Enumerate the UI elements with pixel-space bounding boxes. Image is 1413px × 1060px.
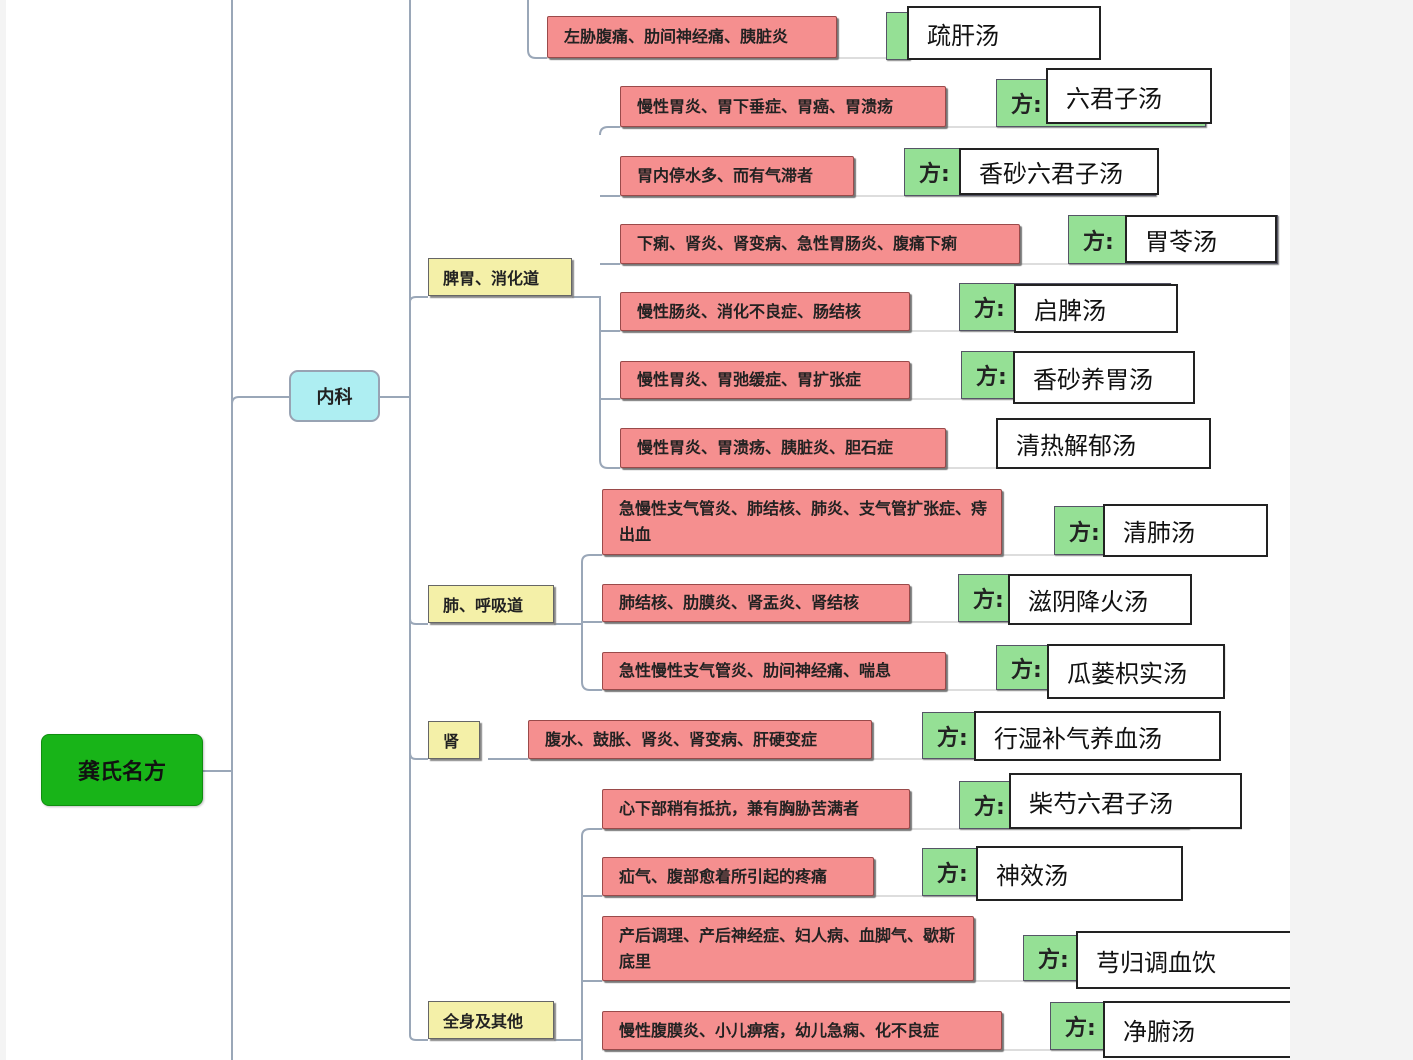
- remedy-node[interactable]: 清热解郁汤: [996, 418, 1211, 469]
- symptom-node[interactable]: 下痢、肾炎、肾变病、急性胃肠炎、腹痛下痢: [620, 224, 1020, 264]
- remedy-node[interactable]: 神效汤: [976, 846, 1183, 901]
- symptom-node[interactable]: 慢性胃炎、胃下垂症、胃癌、胃溃疡: [620, 86, 946, 127]
- category-node-neike[interactable]: 内科: [289, 370, 380, 422]
- fang-label: 方:: [974, 795, 1005, 820]
- remedy-node[interactable]: 胃苓汤: [1125, 215, 1277, 263]
- symptom-node[interactable]: 慢性肠炎、消化不良症、肠结核: [620, 292, 910, 331]
- group-node-lung[interactable]: 肺、呼吸道: [428, 585, 554, 623]
- symptom-node[interactable]: 急慢性支气管炎、肺结核、肺炎、支气管扩张症、痔出血: [602, 489, 1002, 555]
- remedy-node[interactable]: 疏肝汤: [907, 6, 1101, 60]
- fang-label: 方:: [976, 365, 1007, 390]
- fang-label: 方:: [1011, 657, 1042, 683]
- fang-label: 方:: [1065, 1016, 1096, 1041]
- symptom-node[interactable]: 左胁腹痛、肋间神经痛、胰脏炎: [547, 16, 837, 58]
- group-node-spleen-stomach[interactable]: 脾胃、消化道: [428, 258, 572, 296]
- remedy-node[interactable]: 芎归调血饮: [1076, 931, 1290, 989]
- symptom-node[interactable]: 慢性胃炎、胃溃疡、胰脏炎、胆石症: [620, 428, 946, 468]
- fang-label: 方:: [919, 162, 950, 187]
- remedy-node[interactable]: 滋阴降火汤: [1008, 574, 1192, 625]
- remedy-node[interactable]: 净腑汤: [1103, 1001, 1290, 1058]
- fang-label: 方:: [937, 862, 968, 887]
- fang-label: 方:: [1069, 520, 1100, 546]
- remedy-node[interactable]: 香砂六君子汤: [959, 148, 1159, 195]
- remedy-node[interactable]: 柴芍六君子汤: [1009, 773, 1242, 829]
- remedy-node[interactable]: 行湿补气养血汤: [974, 711, 1221, 761]
- remedy-node[interactable]: 香砂养胃汤: [1013, 351, 1195, 404]
- symptom-node[interactable]: 心下部稍有抵抗，兼有胸胁苦满者: [602, 789, 910, 829]
- page-margin: [1290, 0, 1413, 1060]
- symptom-node[interactable]: 急性慢性支气管炎、肋间神经痛、喘息: [602, 652, 946, 690]
- fang-label: 方:: [1083, 229, 1114, 255]
- remedy-node[interactable]: 六君子汤: [1046, 68, 1212, 124]
- remedy-node[interactable]: 瓜蒌枳实汤: [1047, 644, 1225, 699]
- root-node[interactable]: 龚氏名方: [41, 734, 203, 806]
- remedy-node[interactable]: 启脾汤: [1014, 284, 1178, 333]
- symptom-node[interactable]: 慢性胃炎、胃弛缓症、胃扩张症: [620, 361, 910, 399]
- fang-label: 方:: [973, 588, 1004, 613]
- fang-label: 方:: [937, 725, 968, 751]
- group-node-kidney[interactable]: 肾: [428, 721, 480, 759]
- symptom-node[interactable]: 肺结核、肋膜炎、肾盂炎、肾结核: [602, 584, 910, 622]
- mindmap-canvas: 龚氏名方 内科 脾胃、消化道 肺、呼吸道 肾 全身及其他 左胁腹痛、肋间神经痛、…: [6, 0, 1290, 1060]
- remedy-node[interactable]: 清肺汤: [1103, 504, 1268, 557]
- symptom-node[interactable]: 慢性腹膜炎、小儿痹痞，幼儿急痫、化不良症: [602, 1011, 1002, 1050]
- symptom-node[interactable]: 疝气、腹部愈着所引起的疼痛: [602, 857, 874, 896]
- fang-label: 方:: [974, 297, 1005, 322]
- group-node-whole-body[interactable]: 全身及其他: [428, 1001, 554, 1039]
- symptom-node[interactable]: 产后调理、产后神经症、妇人病、血脚气、歇斯底里: [602, 916, 974, 981]
- symptom-node[interactable]: 腹水、鼓胀、肾炎、肾变病、肝硬变症: [528, 720, 872, 759]
- fang-label: 方:: [1011, 93, 1042, 118]
- symptom-node[interactable]: 胃内停水多、而有气滞者: [620, 156, 854, 196]
- remedy-tag: [886, 12, 910, 60]
- fang-label: 方:: [1038, 948, 1069, 973]
